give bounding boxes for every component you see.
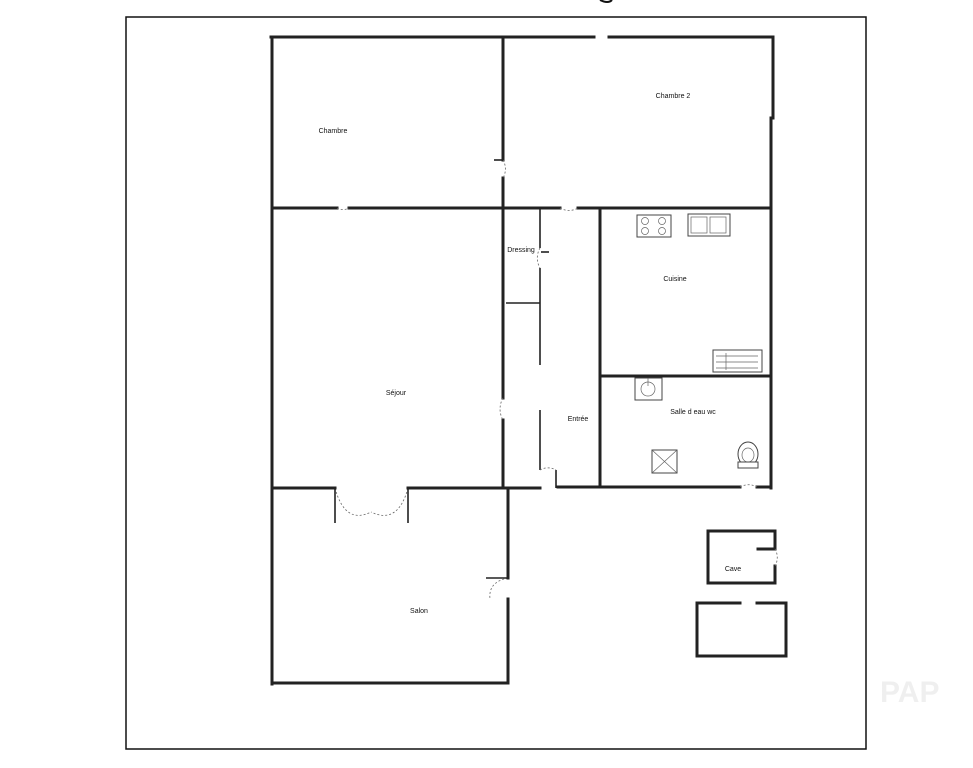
walls [269,35,775,686]
room-label-cuisine: Cuisine [663,276,686,283]
door-jambs [334,159,549,579]
sheet-frame [125,16,867,750]
room-label-salle-eau: Salle d eau wc [670,409,716,416]
appliance-icon [712,349,763,373]
washbasin-icon [634,377,663,401]
cooktop-icon [636,214,672,238]
title-fragment [599,0,613,3]
room-label-salon: Salon [410,608,428,615]
room-label-cave: Cave [725,566,741,573]
shower-icon [651,449,678,474]
room-label-sejour: Séjour [386,390,407,397]
room-label-chambre: Chambre [319,128,348,135]
cave-walls [706,529,778,585]
room-label-chambre2: Chambre 2 [656,93,691,100]
room-label-entree: Entrée [568,416,589,423]
sink-icon [687,213,731,237]
door-swings [334,159,758,600]
toilet-icon [737,441,759,469]
room-label-dressing: Dressing [507,247,535,254]
storage-walls [695,601,788,658]
watermark-logo: PAP [880,676,939,709]
